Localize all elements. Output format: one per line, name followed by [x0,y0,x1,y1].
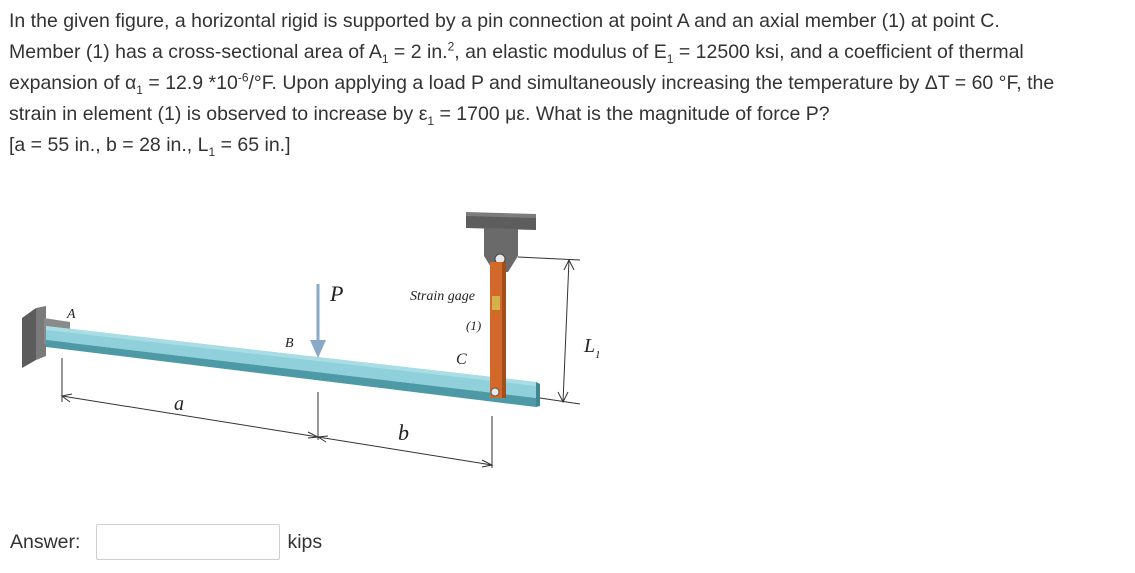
rigid-beam [46,326,540,407]
dimension-a-b [60,358,494,468]
label-member-1: (1) [466,318,481,333]
q3-sup: -6 [237,70,249,85]
strain-gage [492,296,500,310]
label-L1: L [583,335,595,357]
answer-row: Answer: kips [10,522,322,562]
question-line-2: Member (1) has a cross-sectional area of… [9,37,1127,68]
label-C: C [456,351,467,368]
q3-b: = 12.9 *10 [142,72,238,94]
q2-b: = 2 in. [388,41,448,63]
label-P: P [329,281,343,306]
q2-sup: 2 [447,39,455,54]
question-line-3: expansion of α1 = 12.9 *10-6/°F. Upon ap… [9,68,1127,99]
question-line-1-text: In the given figure, a horizontal rigid … [9,10,1000,32]
q5-sub: 1 [208,144,216,159]
label-L1-sub: 1 [595,349,601,361]
label-A: A [66,307,76,322]
question-line-1: In the given figure, a horizontal rigid … [9,6,1127,37]
label-B: B [285,336,294,351]
question-line-5: [a = 55 in., b = 28 in., L1 = 65 in.] [9,130,1127,161]
q4-b: = 1700 με. What is the magnitude of forc… [434,103,830,125]
q4-a: strain in element (1) is observed to inc… [9,103,428,125]
beam-diagram: A B C P a b Strain gage (1) L 1 [22,212,601,468]
answer-unit: kips [287,530,323,553]
q4-sub: 1 [427,113,435,128]
q2-d: = 12500 ksi, and a coefficient of therma… [673,41,1024,63]
top-support [466,212,536,272]
q3-a: expansion of α [9,72,137,94]
answer-input[interactable] [96,524,281,560]
question-line-4: strain in element (1) is observed to inc… [9,99,1127,130]
q3-sub: 1 [136,82,143,97]
load-P-arrow [310,284,326,358]
question-text: In the given figure, a horizontal rigid … [9,6,1127,161]
q5-b: = 65 in.] [215,134,291,156]
label-a: a [174,393,184,415]
q2-sub: 1 [381,51,389,66]
q5-a: [a = 55 in., b = 28 in., L [9,134,209,156]
q2-c: , an elastic modulus of E [454,41,667,63]
label-b: b [398,420,409,445]
axial-member-1 [490,262,506,398]
q2-a: Member (1) has a cross-sectional area of… [9,41,382,63]
label-strain-gage: Strain gage [410,289,475,304]
dimension-L1 [517,256,581,405]
answer-label: Answer: [10,530,81,553]
q2-sub2: 1 [666,51,674,66]
q3-c: /°F. Upon applying a load P and simultan… [248,72,1055,94]
